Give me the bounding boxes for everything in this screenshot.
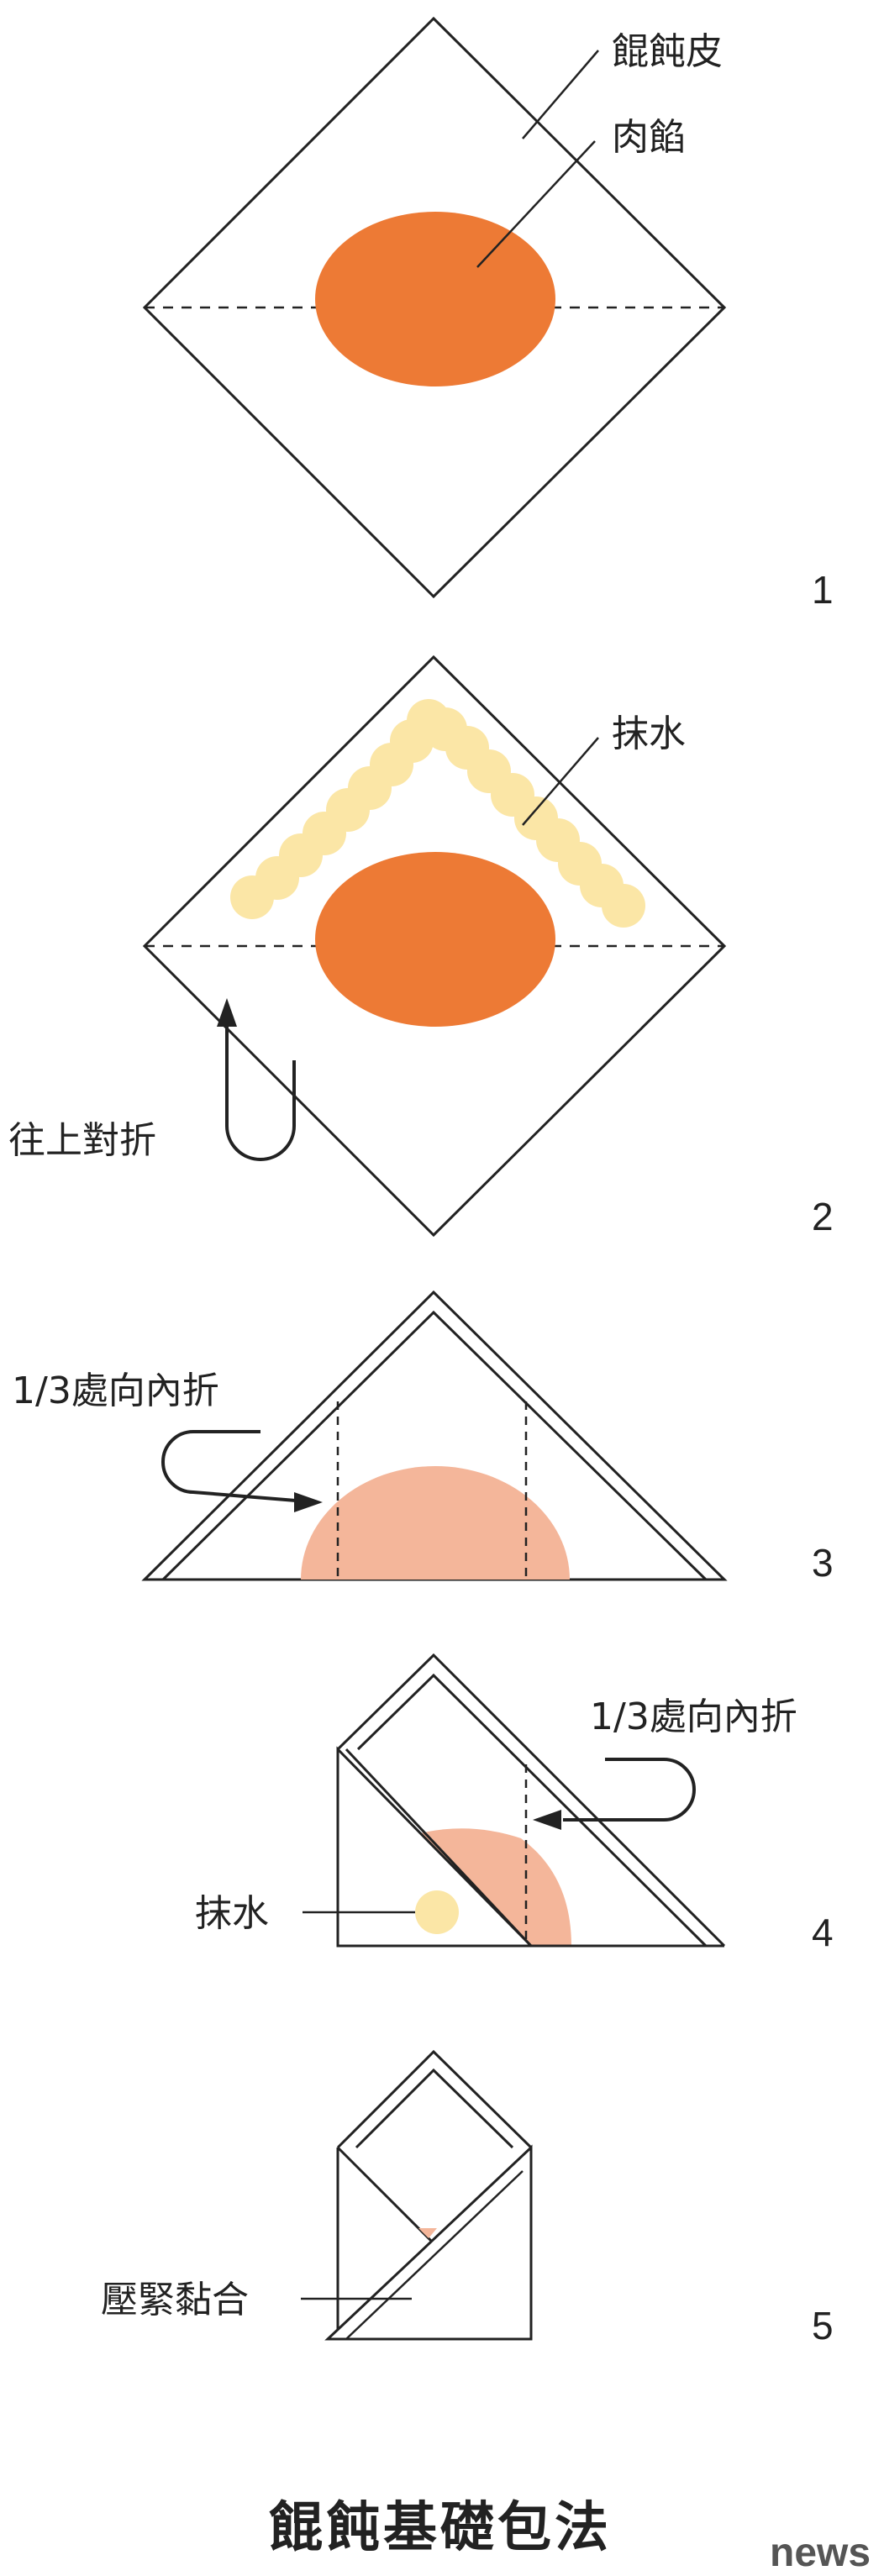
filling-inside: [301, 1466, 570, 1580]
step-number-3: 3: [812, 1541, 834, 1585]
fold-up-label: 往上對折: [8, 1119, 156, 1162]
water-label: 抹水: [612, 712, 686, 755]
wonton-wrapper-square: [142, 16, 727, 599]
step-4: 抹水 1/3處向內折 4: [195, 1653, 834, 1954]
inner-fold-line: [345, 2170, 524, 2340]
arrow-head-left: [533, 1810, 561, 1830]
water-leader-line: [522, 737, 599, 826]
wrapper-label: 餛飩皮: [612, 30, 723, 73]
fold-inward-label: 1/3處向內折: [590, 1695, 797, 1738]
step-2: 抹水 往上對折 2: [8, 655, 834, 1238]
water-label: 抹水: [195, 1892, 269, 1935]
step-number-1: 1: [812, 568, 834, 612]
filling-inside: [420, 1828, 571, 1946]
step-5: 壓緊黏合 5: [101, 2049, 834, 2347]
step-1: 餛飩皮 肉餡 1: [142, 16, 834, 612]
fold-up-arrow: [225, 1017, 296, 1161]
top-fold-line-left: [336, 2146, 435, 2245]
wonton-wrapper-square: [142, 655, 727, 1238]
press-label: 壓緊黏合: [101, 2279, 249, 2321]
step-number-5: 5: [812, 2304, 834, 2347]
step-number-4: 4: [812, 1911, 834, 1954]
filling-label: 肉餡: [612, 116, 686, 159]
step-3: 1/3處向內折 3: [12, 1290, 834, 1585]
fold-inward-arrow: [161, 1430, 297, 1502]
folded-triangle-inner-edge: [161, 1310, 708, 1581]
step-number-2: 2: [812, 1195, 834, 1238]
wrapper-right-fold-outer: [336, 1653, 726, 1948]
diagram-title: 餛飩基礎包法: [269, 2497, 612, 2559]
folded-right-flap: [324, 2144, 533, 2341]
fold-inward-label: 1/3處向內折: [12, 1369, 219, 1412]
fold-inward-arrow: [563, 1758, 696, 1822]
arrow-head-up: [217, 998, 237, 1027]
filling-leader-line: [476, 140, 596, 268]
wrapper-top-outer: [336, 2049, 533, 2149]
news-logo: news: [770, 2531, 871, 2575]
filling-peek: [418, 2228, 437, 2238]
meat-filling: [315, 212, 555, 386]
flap-inner-edge: [345, 1748, 533, 1948]
water-dabs: [230, 699, 645, 928]
wrapper-top-inner: [355, 2068, 514, 2149]
meat-filling: [315, 852, 555, 1027]
arrow-head-right: [294, 1492, 323, 1512]
wrapper-right-fold-inner: [356, 1673, 708, 1948]
wrapper-leader-line: [522, 50, 599, 139]
water-dab: [415, 1890, 459, 1934]
